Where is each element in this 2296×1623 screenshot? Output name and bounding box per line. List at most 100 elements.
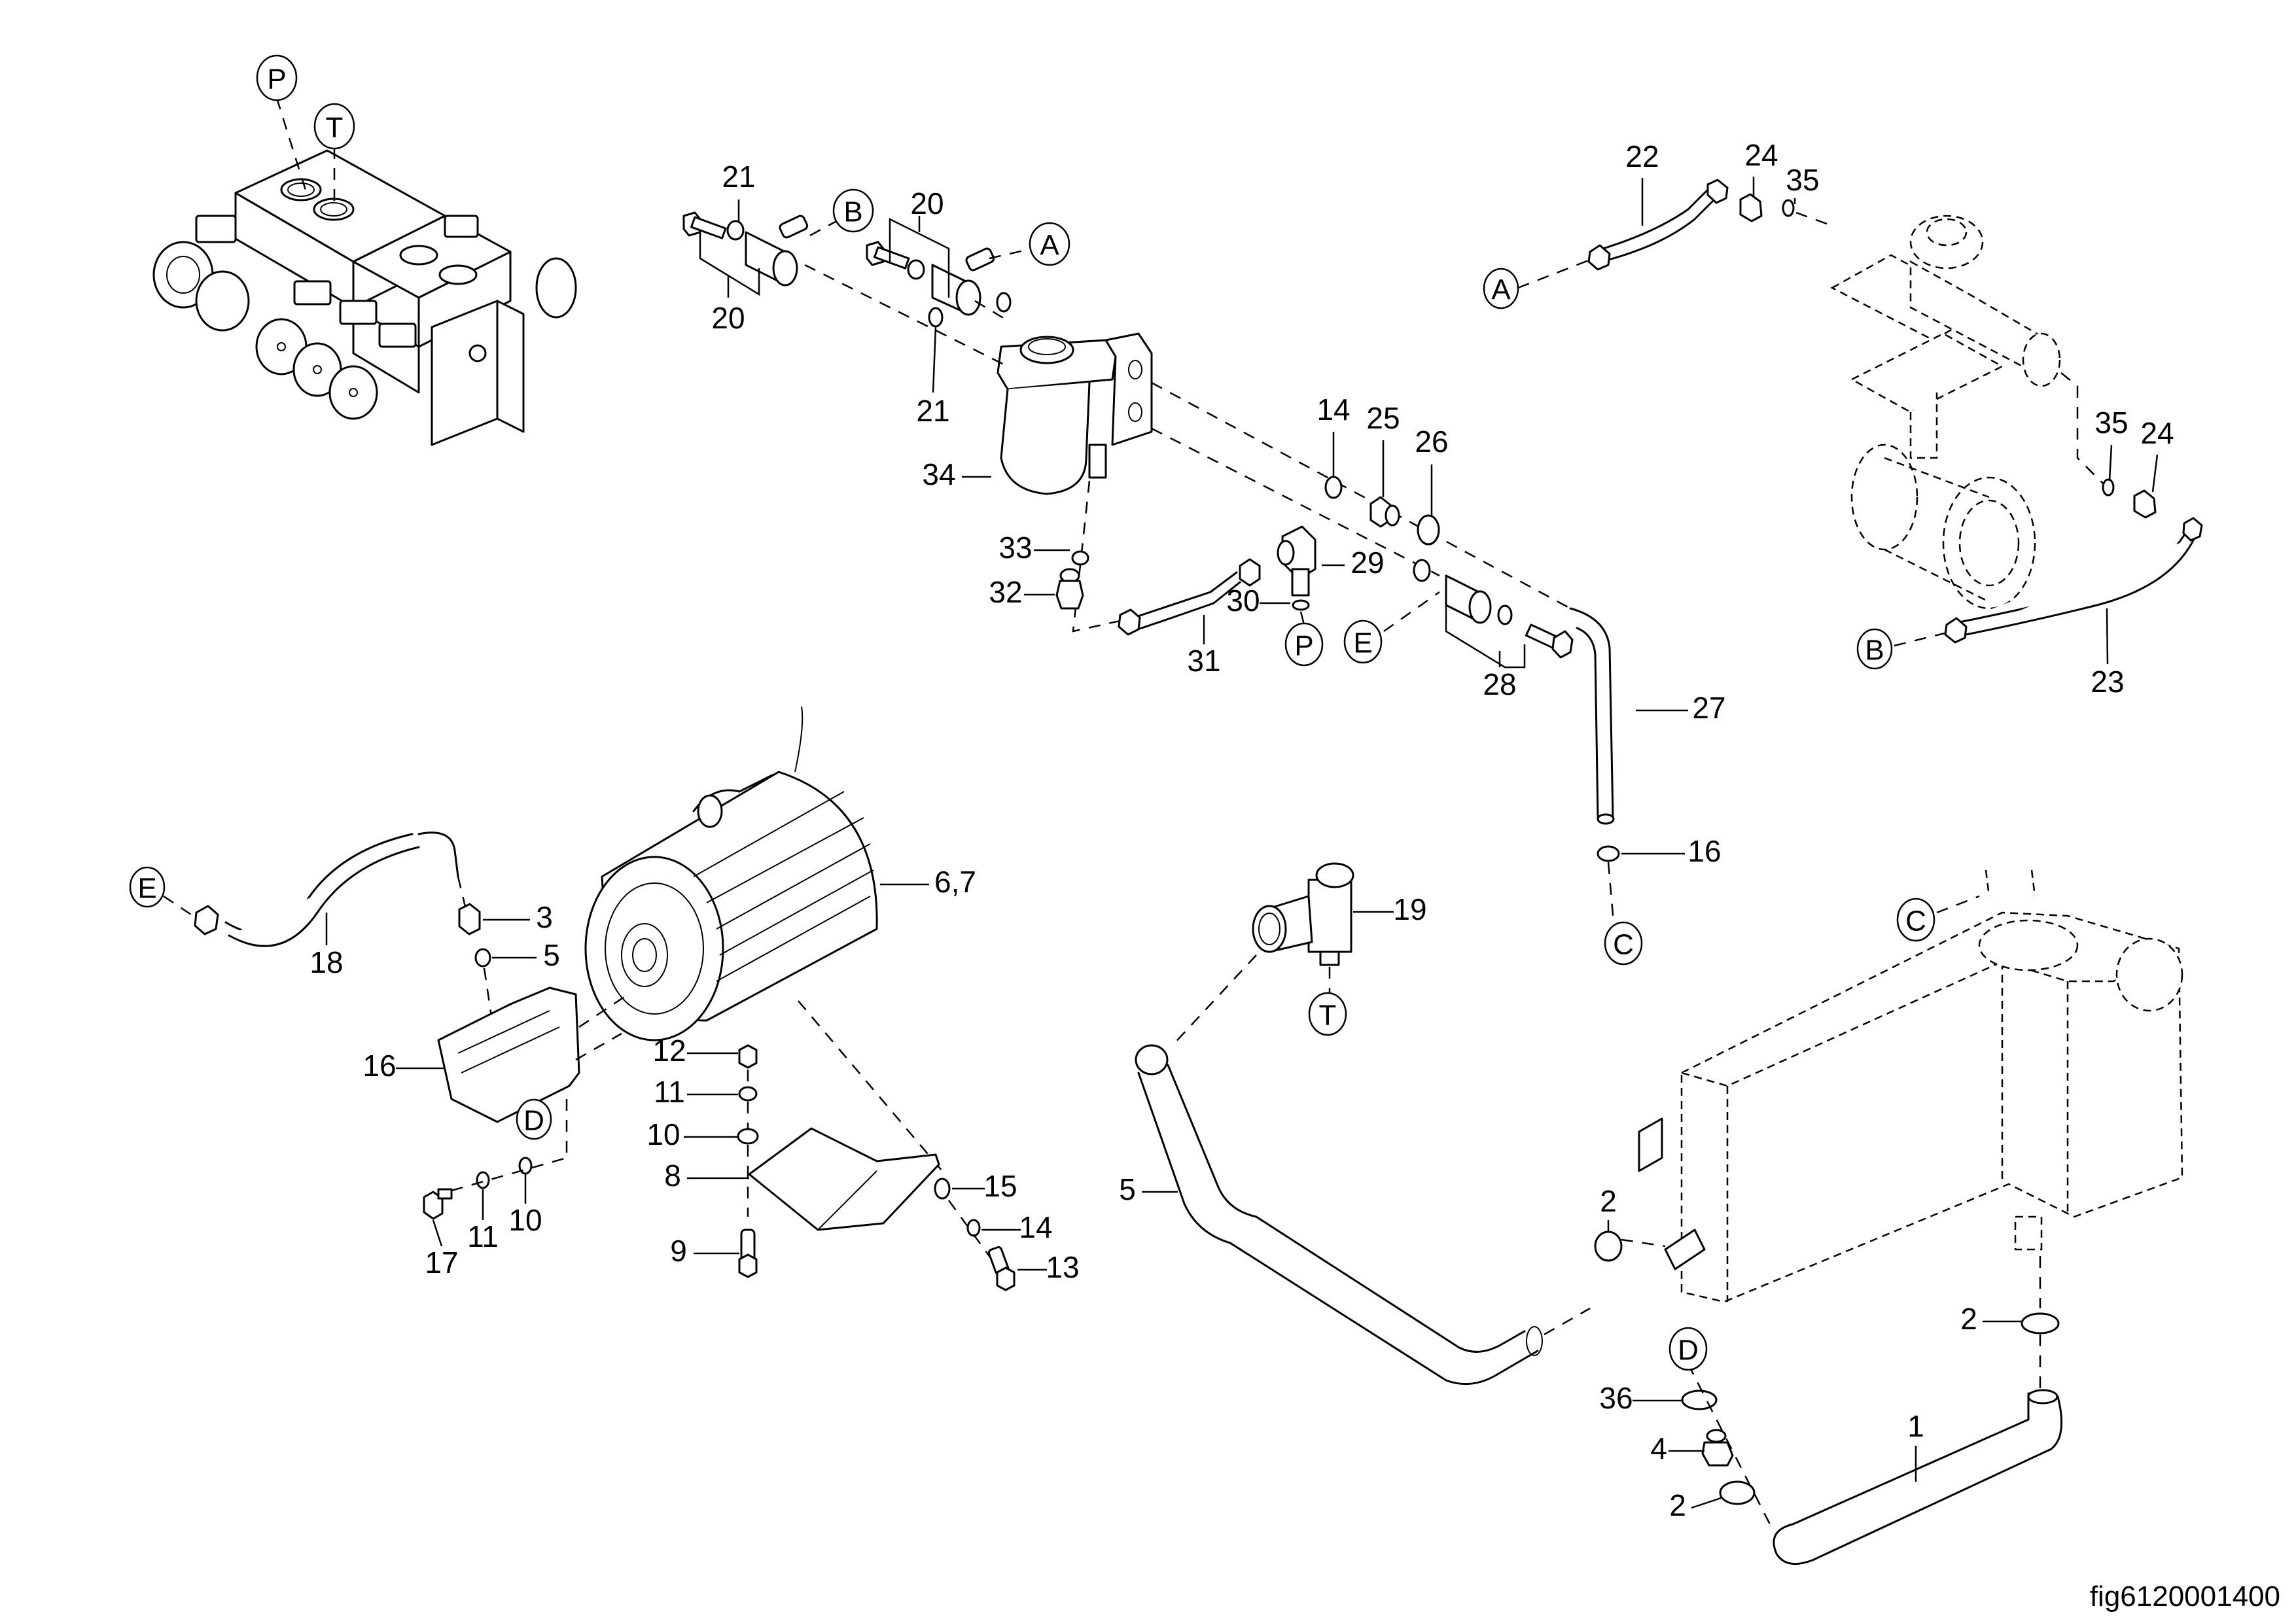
- fitting-24-right: [2133, 489, 2157, 519]
- callout-numbers: 21 20 20 21 34 14 25 26 33 32 29 30 31 2…: [309, 138, 2174, 1522]
- tee-fitting: [1252, 862, 1354, 966]
- callout-15: 15: [983, 1169, 1017, 1203]
- hose-22: [1587, 179, 1729, 271]
- dash-b-path: [804, 264, 1008, 368]
- ref-A-top: A: [1029, 222, 1070, 266]
- dash-17-stack: [451, 1157, 567, 1192]
- ref-P-fitting-letter: P: [1294, 630, 1313, 662]
- mounting-bracket: [748, 1127, 940, 1231]
- callout-14: 14: [1316, 393, 1350, 427]
- ref-C-hose: C: [1604, 921, 1643, 966]
- dash-30-P: [1299, 611, 1305, 625]
- callout-21: 21: [722, 160, 755, 194]
- fitting-3: [458, 903, 481, 935]
- washer-11: [738, 1086, 758, 1102]
- callout-14: 14: [1019, 1210, 1052, 1244]
- ref-A-top-letter: A: [1040, 230, 1059, 262]
- dash-to-A: [989, 247, 1033, 260]
- callout-6-7: 6,7: [934, 865, 976, 899]
- ref-T-tee-letter: T: [1319, 1000, 1337, 1032]
- clamp-26: [1417, 514, 1440, 546]
- ref-D-adapter-letter: D: [1678, 1335, 1699, 1367]
- callout-35: 35: [2094, 406, 2128, 440]
- callout-3: 3: [536, 900, 553, 934]
- dash-pump-motor-1: [578, 993, 629, 1028]
- ref-E-hose18-letter: E: [137, 873, 156, 905]
- callout-16: 16: [1687, 834, 1721, 868]
- dash-cyl-35: [2060, 372, 2104, 485]
- callout-22: 22: [1625, 139, 1659, 173]
- ref-C-tank-letter: C: [1905, 905, 1926, 937]
- washer-11-pump: [476, 1171, 490, 1189]
- dash-D-chain: [1687, 1363, 1771, 1525]
- ref-A-hose22-letter: A: [1491, 274, 1511, 306]
- dash-upper-path: [1151, 381, 1571, 610]
- callout-20: 20: [910, 186, 944, 220]
- dash-16-C: [1607, 862, 1615, 923]
- callout-12: 12: [652, 1034, 686, 1068]
- hydraulic-tank: [1638, 869, 2183, 1303]
- suction-hose-5: [1135, 1044, 1543, 1386]
- oring-36: [1681, 1389, 1718, 1410]
- steering-unit: [997, 332, 1153, 495]
- callout-24: 24: [1744, 138, 1778, 172]
- callout-23: 23: [2091, 665, 2124, 699]
- callout-24: 24: [2140, 416, 2174, 450]
- ref-B-hose23: B: [1856, 628, 1893, 670]
- ref-E-hose18: E: [129, 866, 166, 908]
- callout-2: 2: [1960, 1302, 1977, 1336]
- oring-35-top: [1782, 199, 1795, 217]
- dash-35-cyl: [1795, 211, 1833, 227]
- ref-P-fitting: P: [1284, 622, 1324, 667]
- fitting-24-top: [1739, 193, 1763, 222]
- callout-36: 36: [1599, 1381, 1633, 1415]
- dash-E-18: [163, 895, 194, 917]
- ref-B-top: B: [832, 188, 874, 233]
- dash-clamp-tank: [1621, 1238, 1666, 1248]
- callout-20: 20: [711, 301, 745, 335]
- dash-motor-15: [798, 1000, 943, 1172]
- callout-34: 34: [922, 457, 955, 491]
- ref-T-valve: T: [313, 103, 355, 150]
- callout-21: 21: [916, 394, 949, 428]
- callout-30: 30: [1226, 584, 1260, 618]
- oring-35-right: [2102, 478, 2115, 497]
- washer-10: [737, 1128, 759, 1145]
- ref-D-adapter: D: [1669, 1327, 1708, 1371]
- dash-pump-motor-2: [575, 1032, 622, 1061]
- callout-11: 11: [654, 1075, 685, 1109]
- ref-D-pump: D: [516, 1098, 552, 1140]
- ref-T-valve-letter: T: [326, 112, 344, 144]
- callout-2: 2: [1669, 1488, 1686, 1522]
- ref-T-tee: T: [1308, 992, 1347, 1036]
- dash-18-3: [457, 876, 467, 910]
- callout-10: 10: [508, 1203, 542, 1237]
- callout-10: 10: [646, 1117, 680, 1151]
- callout-18: 18: [309, 945, 343, 979]
- dash-port-path: [1072, 480, 1133, 633]
- callout-17: 17: [425, 1246, 458, 1280]
- callout-29: 29: [1351, 546, 1384, 580]
- washer-14-upper: [1324, 476, 1343, 499]
- callout-1: 1: [1907, 1409, 1924, 1443]
- dash-C-tank: [1936, 895, 1980, 914]
- pump: [437, 986, 580, 1123]
- bolt-9: [738, 1229, 758, 1278]
- ref-D-pump-letter: D: [523, 1105, 544, 1137]
- ref-C-hose-letter: C: [1613, 929, 1634, 961]
- seal-30: [1292, 599, 1310, 611]
- banjo-28: [1413, 559, 1574, 659]
- callout-19: 19: [1393, 892, 1426, 926]
- dash-B-23: [1894, 632, 1945, 647]
- ref-B-top-letter: B: [843, 196, 862, 228]
- fitting-4: [1701, 1429, 1734, 1467]
- seal-33: [1071, 550, 1089, 566]
- callout-31: 31: [1187, 644, 1220, 678]
- figure-id-label: fig6120001400: [2090, 1580, 2280, 1613]
- ref-A-hose22: A: [1483, 268, 1519, 309]
- callout-2: 2: [1600, 1184, 1617, 1218]
- steering-cylinder: [1830, 215, 2061, 610]
- callout-5: 5: [1119, 1172, 1136, 1206]
- dash-E-28: [1383, 591, 1440, 633]
